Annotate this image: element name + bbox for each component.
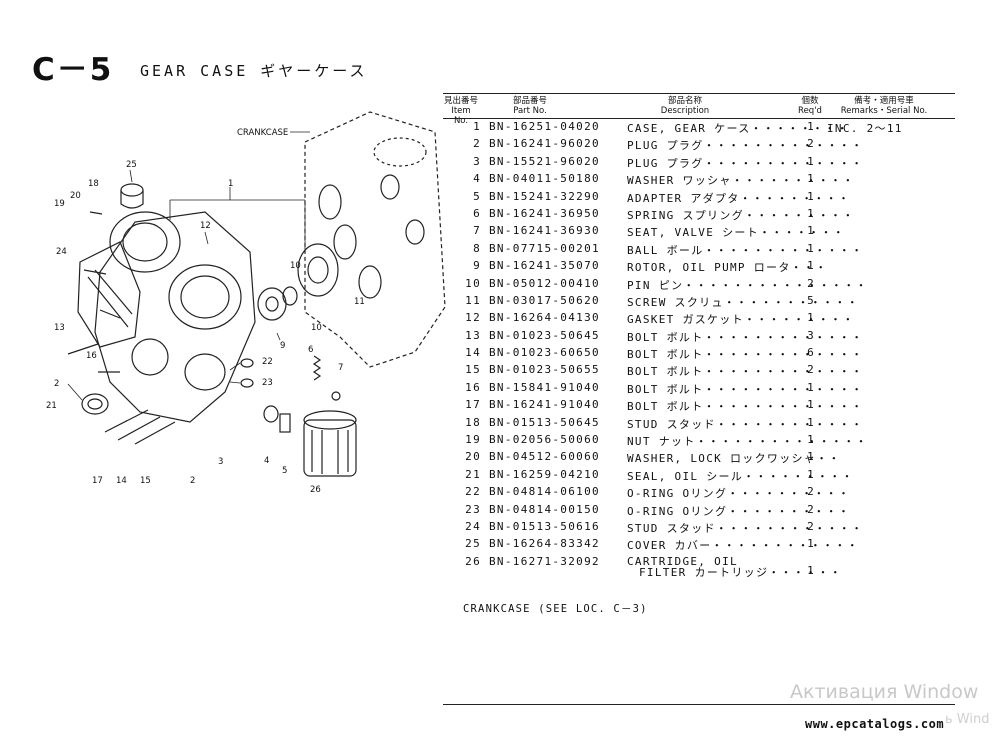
diagram-label: 13 (54, 323, 65, 333)
diagram-label: 3 (218, 457, 223, 467)
diagram-label: 9 (280, 341, 285, 351)
diagram-label: 20 (70, 191, 81, 201)
exploded-parts-diagram: CRANKCASE 25 1 12 20 18 19 24 10 11 10 9… (46, 111, 446, 495)
windows-activation-watermark: Активация Window (790, 681, 979, 703)
diagram-label: 18 (88, 179, 99, 189)
diagram-label: 19 (54, 199, 65, 209)
diagram-label: 10 (290, 261, 301, 271)
diagram-label: 2 (190, 476, 195, 486)
gear-case-body (94, 211, 256, 423)
diagram-label: 22 (262, 357, 273, 367)
footer-site-url: www.epcatalogs.com (805, 717, 945, 731)
diagram-label: 24 (56, 247, 67, 257)
diagram-label: 10 (311, 323, 322, 333)
footer-rule (443, 704, 955, 705)
diagram-label: 12 (200, 221, 211, 231)
diagram-label: 6 (308, 345, 313, 355)
diagram-label-crankcase: CRANKCASE (237, 128, 288, 138)
diagram-label: 25 (126, 160, 137, 170)
page-code: C－5 (32, 52, 114, 88)
table-header-rule (443, 118, 955, 119)
diagram-label: 7 (338, 363, 343, 373)
diagram-label: 5 (282, 466, 287, 476)
diagram-label: 4 (264, 456, 269, 466)
diagram-label: 23 (262, 378, 273, 388)
left-cover (77, 241, 141, 348)
diagram-label: 2 (54, 379, 59, 389)
diagram-label: 11 (354, 297, 365, 307)
diagram-label: 26 (310, 485, 321, 495)
diagram-label: 17 (92, 476, 103, 486)
crankcase-outline (304, 111, 446, 368)
windows-activation-watermark-2: ь Wind (945, 712, 990, 727)
diagram-label: 15 (140, 476, 151, 486)
table-top-rule (443, 93, 955, 94)
page-title: GEAR CASE ギヤーケース (140, 62, 368, 80)
diagram-label: 21 (46, 401, 57, 411)
diagram-label: 16 (86, 351, 97, 361)
diagram-label: 14 (116, 476, 127, 486)
crankcase-note: CRANKCASE (SEE LOC. C－3) (463, 603, 648, 615)
diagram-label: 1 (228, 179, 233, 189)
